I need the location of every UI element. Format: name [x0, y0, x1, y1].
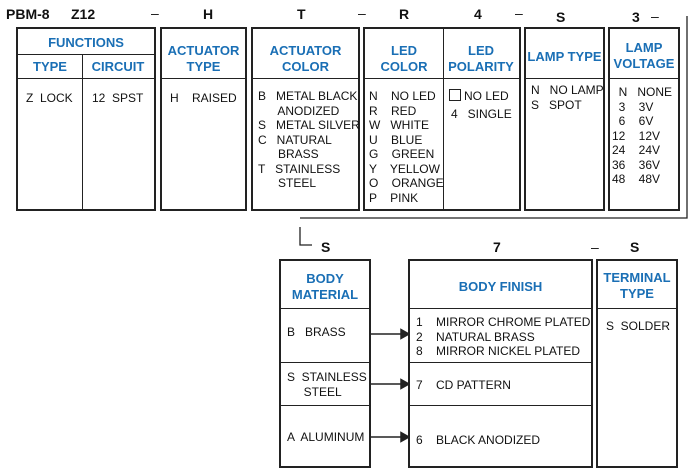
- actuator-color-title-1: ACTUATOR: [269, 43, 342, 58]
- type-values: Z LOCK: [26, 91, 73, 105]
- actuator-color-box: ACTUATOR COLOR B METAL BLACK ANODIZED S …: [251, 27, 360, 211]
- led-polarity-no-led: NO LED: [449, 89, 509, 104]
- terminal-type-code: S: [630, 239, 640, 255]
- terminal-type-values: S SOLDER: [606, 319, 671, 333]
- actuator-type-values: H RAISED: [170, 91, 237, 105]
- actuator-type-box: ACTUATOR TYPE H RAISED: [160, 27, 247, 211]
- model-code: PBM-8: [6, 6, 50, 22]
- led-color-code: R: [399, 6, 410, 22]
- body-material-aluminum: A ALUMINUM: [287, 430, 365, 444]
- dash: –: [591, 239, 599, 255]
- led-polarity-single: 4 SINGLE: [451, 107, 512, 121]
- terminal-type-title-1: TERMINAL: [603, 270, 671, 285]
- led-polarity-title-1: LED: [468, 43, 494, 58]
- body-finish-code: 7: [493, 239, 501, 255]
- body-material-brass: B BRASS: [287, 325, 346, 339]
- led-polarity-title-2: POLARITY: [448, 59, 514, 74]
- terminal-type-title-2: TYPE: [620, 286, 654, 301]
- lamp-voltage-code: 3: [632, 9, 640, 25]
- lamp-type-title: LAMP TYPE: [527, 49, 602, 64]
- led-polarity-code: 4: [474, 6, 482, 22]
- body-material-box: BODY MATERIAL B BRASS S STAINLESS STEEL …: [279, 259, 371, 468]
- actuator-type-title-1: ACTUATOR: [167, 43, 240, 58]
- body-material-title-2: MATERIAL: [291, 287, 359, 302]
- actuator-type-title-2: TYPE: [186, 59, 221, 74]
- circuit-header: CIRCUIT: [91, 59, 145, 74]
- type-header: TYPE: [33, 59, 67, 74]
- dash: –: [358, 5, 366, 21]
- led-box: LED COLOR LED POLARITY N NO LED R RED W …: [363, 27, 521, 211]
- body-material-stainless: S STAINLESS STEEL: [287, 370, 367, 399]
- lamp-voltage-title-2: VOLTAGE: [613, 56, 675, 71]
- body-material-code: S: [321, 239, 331, 255]
- actuator-type-code: H: [203, 6, 214, 22]
- lamp-type-box: LAMP TYPE N NO LAMP S SPOT: [524, 27, 605, 211]
- led-color-title-2: COLOR: [380, 59, 428, 74]
- circuit-values: 12 SPST: [92, 91, 144, 105]
- actuator-color-title-2: COLOR: [282, 59, 329, 74]
- actuator-color-values: B METAL BLACK ANODIZED S METAL SILVER C …: [258, 89, 360, 190]
- lamp-voltage-box: LAMP VOLTAGE N NONE 3 3V 6 6V 12 12V 24 …: [608, 27, 680, 211]
- dash: –: [651, 8, 659, 24]
- terminal-type-box: TERMINAL TYPE S SOLDER: [596, 259, 678, 468]
- body-material-title-1: BODY: [306, 271, 344, 286]
- functions-box: FUNCTIONS TYPE CIRCUIT Z LOCK 12 SPST: [16, 27, 156, 211]
- body-finish-title: BODY FINISH: [458, 279, 543, 294]
- functions-title: FUNCTIONS: [48, 35, 124, 50]
- functions-code: Z12: [71, 6, 96, 22]
- body-finish-aluminum: 6 BLACK ANODIZED: [416, 433, 541, 447]
- body-finish-box: BODY FINISH 1 MIRROR CHROME PLATED 2 NAT…: [408, 259, 593, 468]
- no-led-label: NO LED: [464, 89, 509, 103]
- actuator-color-code: T: [297, 6, 306, 22]
- body-finish-stainless: 7 CD PATTERN: [416, 378, 511, 392]
- dash: –: [515, 5, 523, 21]
- dash: –: [151, 5, 159, 21]
- lamp-voltage-title-1: LAMP: [625, 40, 663, 55]
- lamp-type-values: N NO LAMP S SPOT: [531, 83, 604, 112]
- checkbox-square-icon: [449, 89, 461, 101]
- led-color-values: N NO LED R RED W WHITE U BLUE G GREEN Y …: [369, 89, 444, 205]
- lamp-voltage-values: N NONE 3 3V 6 6V 12 12V 24 24V 36 36V 48…: [612, 85, 673, 186]
- lamp-type-code: S: [556, 9, 566, 25]
- led-color-title-1: LED: [391, 43, 417, 58]
- body-finish-brass: 1 MIRROR CHROME PLATED 2 NATURAL BRASS 8…: [416, 315, 591, 358]
